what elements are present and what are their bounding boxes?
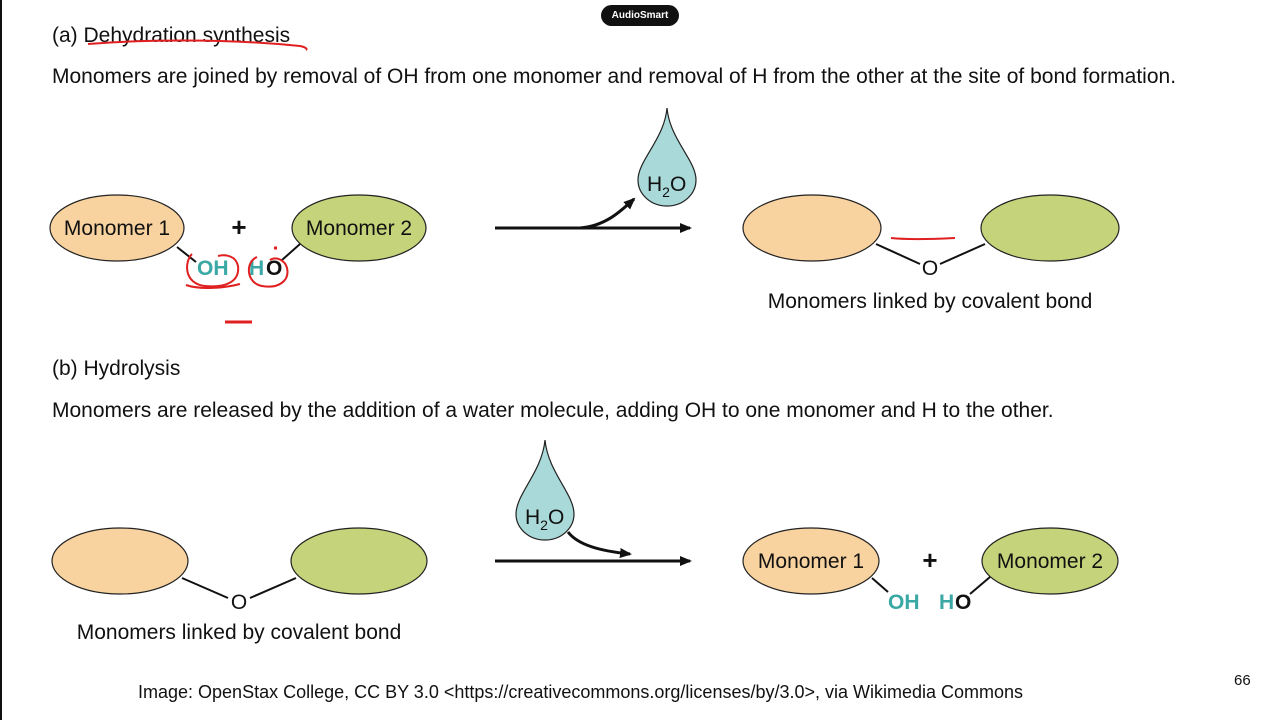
b-water-label: H2O [525, 506, 564, 533]
slide-left-border [0, 0, 2, 720]
section-b-description: Monomers are released by the addition of… [52, 399, 1054, 422]
b-reactant-caption: Monomers linked by covalent bond [77, 621, 402, 644]
page-number: 66 [1234, 672, 1251, 689]
b-o-label: O [955, 591, 971, 614]
a-water-droplet: H2O [637, 107, 697, 207]
a-monomer1-bond [176, 246, 197, 263]
b-monomer2-bond [969, 576, 991, 595]
a-product-monomer1 [742, 194, 882, 262]
b-product-monomer1: Monomer 1 [742, 527, 880, 595]
section-b-heading: (b) Hydrolysis [52, 357, 181, 380]
a-product-caption: Monomers linked by covalent bond [768, 290, 1093, 313]
a-monomer2-label: Monomer 2 [306, 217, 412, 240]
a-monomer1: Monomer 1 [49, 194, 185, 262]
b-monomer1-bond [871, 577, 889, 593]
b-h-label: H [939, 591, 954, 614]
image-credit: Image: OpenStax College, CC BY 3.0 <http… [138, 682, 1024, 702]
b-monomer2-label: Monomer 2 [997, 550, 1103, 573]
a-product-monomer2 [980, 194, 1120, 262]
b-product-monomer2: Monomer 2 [981, 527, 1119, 595]
a-product-bond-right [939, 243, 986, 265]
a-oh-label: OH [197, 257, 229, 280]
a-water-label: H2O [647, 173, 686, 200]
a-product-o: O [922, 257, 938, 280]
b-plus-sign: + [922, 545, 937, 575]
a-red-annotations [87, 39, 956, 324]
a-plus-sign: + [231, 212, 246, 242]
b-reactant-o: O [231, 591, 247, 614]
a-o-label: O [266, 257, 282, 280]
a-monomer1-label: Monomer 1 [64, 217, 170, 240]
a-h-label: H [249, 257, 264, 280]
b-monomer1-label: Monomer 1 [758, 550, 864, 573]
a-monomer2-bond [281, 243, 301, 261]
audiosmart-badge[interactable]: AudioSmart [601, 5, 679, 26]
b-reactant-monomer2 [290, 527, 428, 595]
b-reactant-monomer1 [51, 527, 189, 595]
b-oh-label: OH [888, 591, 920, 614]
b-water-entry-arrow [566, 531, 632, 558]
a-water-exit-arrow [579, 197, 636, 230]
section-a-description: Monomers are joined by removal of OH fro… [52, 65, 1177, 88]
a-monomer2: Monomer 2 [291, 194, 427, 262]
b-water-droplet: H2O [515, 439, 575, 541]
b-reactant-bond-right [249, 577, 297, 599]
a-product-bond-left [875, 243, 921, 265]
b-reactant-bond-left [181, 577, 229, 599]
